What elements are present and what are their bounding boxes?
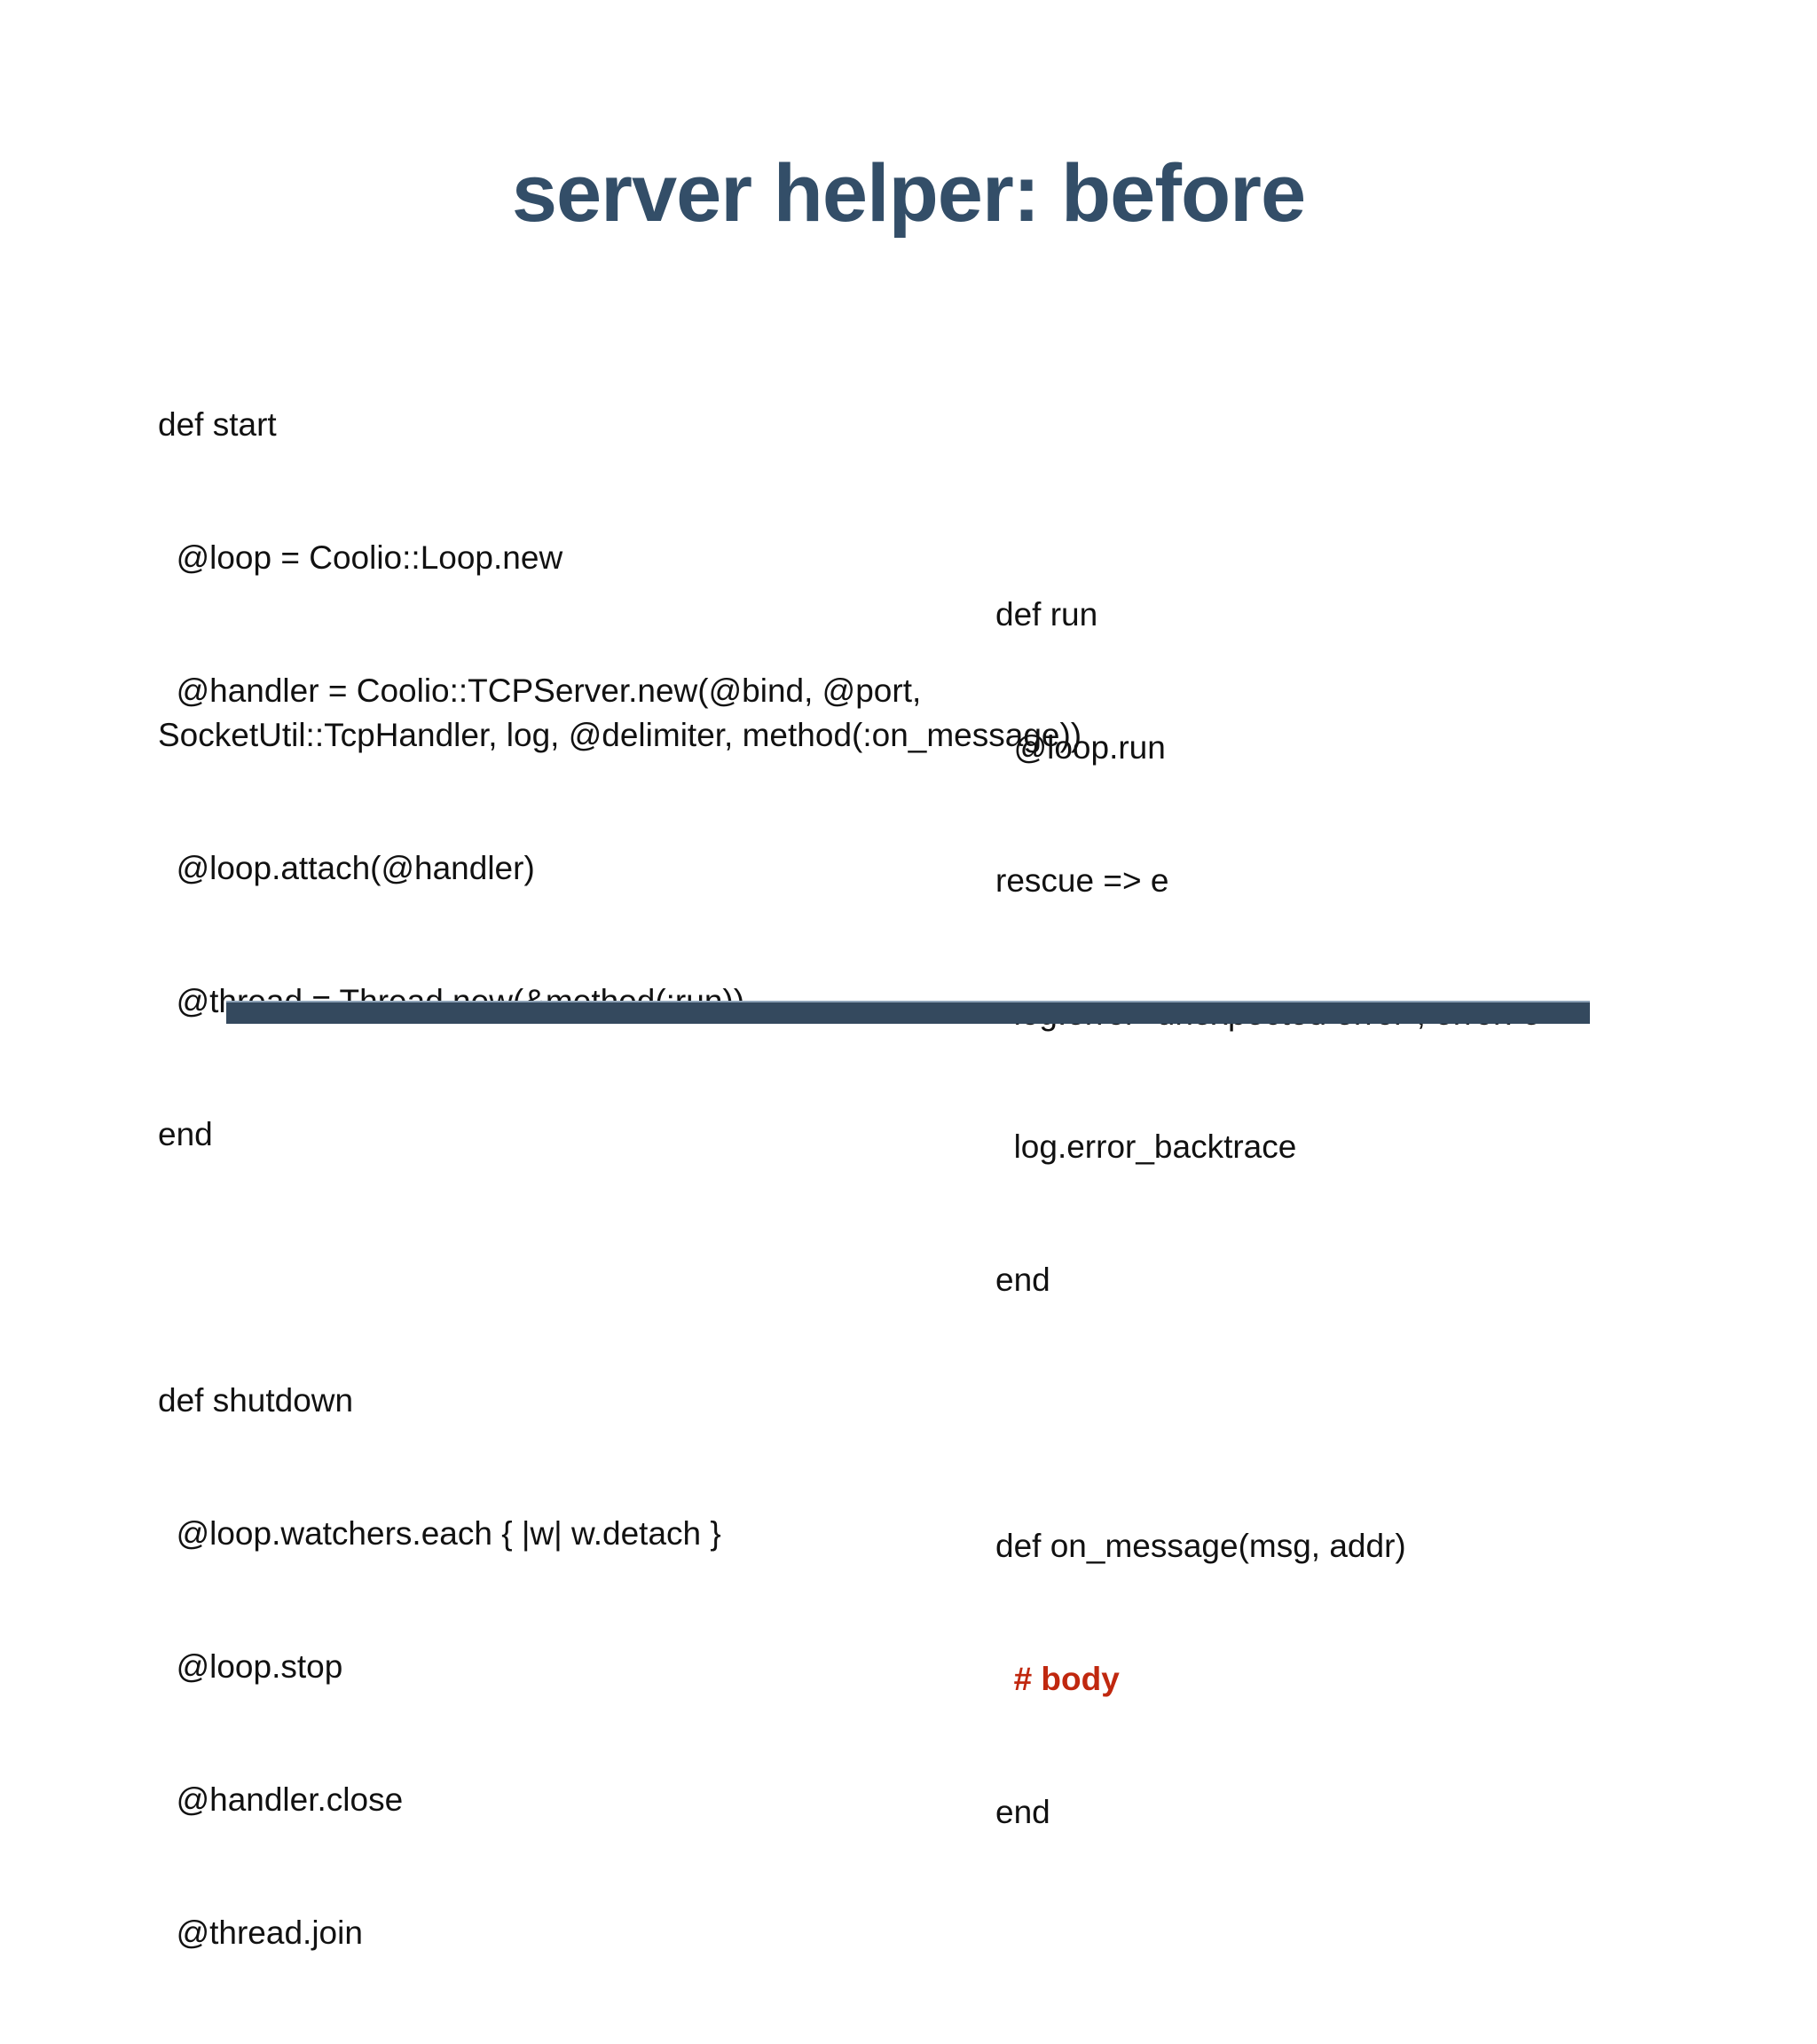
code-line: @thread.join — [158, 1914, 363, 1951]
code-line: end — [158, 1116, 213, 1152]
code-line: @loop.run — [995, 729, 1166, 766]
footer-accent-bar — [226, 1001, 1590, 1024]
slide-canvas: server helper: before def start @loop = … — [158, 147, 1590, 1951]
code-line: @loop.stop — [158, 1648, 343, 1685]
code-block-left: def start @loop = Coolio::Loop.new @hand… — [158, 314, 1098, 2044]
code-line: @loop.attach(@handler) — [158, 850, 535, 886]
code-line: def run — [995, 596, 1098, 633]
code-line: def on_message(msg, addr) — [995, 1528, 1406, 1564]
code-line: end — [995, 1794, 1050, 1830]
code-line: @handler = Coolio::TCPServer.new(@bind, … — [158, 672, 1082, 753]
code-line: end — [995, 1262, 1050, 1298]
code-line-blank — [158, 1246, 1098, 1290]
code-line: def shutdown — [158, 1382, 354, 1419]
page-title: server helper: before — [511, 147, 1306, 239]
code-line: def start — [158, 406, 277, 443]
code-block-right: def run @loop.run rescue => e log.error … — [995, 504, 1723, 1923]
code-line: @handler.close — [158, 1781, 404, 1818]
code-line: @loop.watchers.each { |w| w.detach } — [158, 1515, 721, 1552]
code-line: @loop = Coolio::Loop.new — [158, 539, 563, 576]
code-line: log.error_backtrace — [995, 1128, 1297, 1165]
code-line-highlighted: # body — [995, 1661, 1120, 1697]
code-line-blank — [995, 1391, 1723, 1435]
code-line: rescue => e — [995, 862, 1169, 899]
